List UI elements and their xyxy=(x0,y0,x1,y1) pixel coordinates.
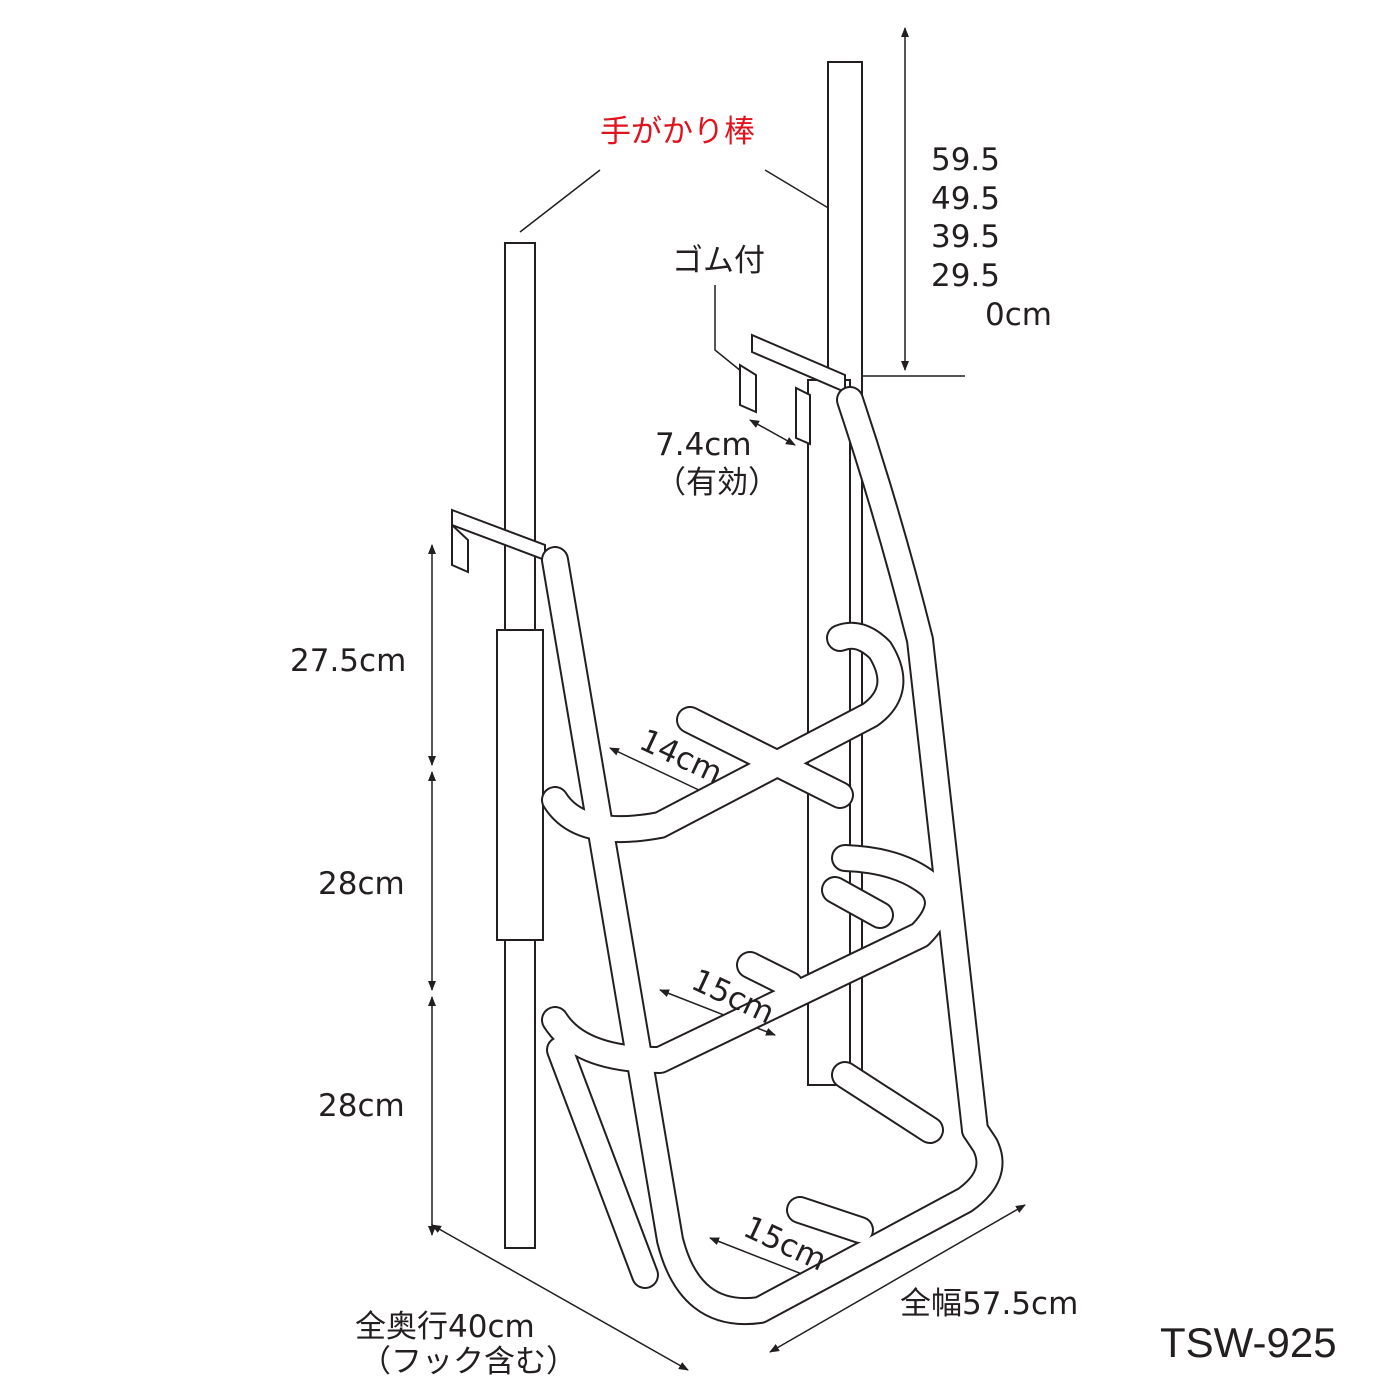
step-spacing-label: 28cm xyxy=(318,866,405,902)
tube-frame xyxy=(541,386,1004,1326)
hook-gap-label: 7.4cm xyxy=(655,427,752,463)
height-value: 29.5 xyxy=(930,258,1000,294)
model-number: TSW-925 xyxy=(1160,1319,1337,1366)
handrail-posts xyxy=(496,61,863,1249)
height-value: 0cm xyxy=(985,297,1052,333)
hook-gap-note: （有効） xyxy=(655,465,779,501)
total-width-label: 全幅57.5cm xyxy=(900,1286,1079,1322)
height-value: 49.5 xyxy=(930,181,1000,217)
height-value: 59.5 xyxy=(930,142,1000,178)
total-depth-note: （フック含む） xyxy=(360,1344,577,1380)
hooks xyxy=(451,333,846,574)
rubber-label: ゴム付 xyxy=(672,243,765,279)
handrail-label: 手がかり棒 xyxy=(600,114,755,150)
total-depth-label: 全奥行40cm xyxy=(355,1309,535,1345)
step-spacing-label: 28cm xyxy=(318,1088,405,1124)
height-value: 39.5 xyxy=(930,219,1000,255)
step-spacing-label: 27.5cm xyxy=(290,643,407,679)
